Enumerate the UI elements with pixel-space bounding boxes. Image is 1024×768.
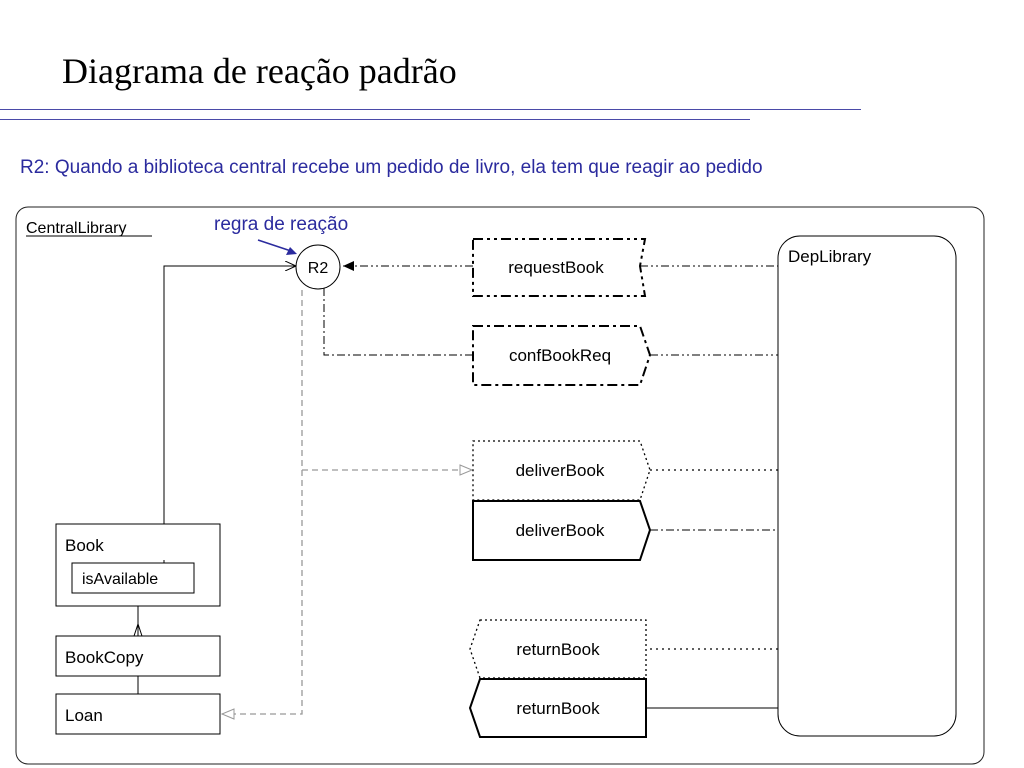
attribute-is-available xyxy=(71,562,195,594)
event-conf-book-req xyxy=(472,325,652,386)
class-loan-label: Loan xyxy=(65,706,103,725)
class-book-label: Book xyxy=(65,536,104,555)
title-rule-lower xyxy=(0,119,750,120)
rule-node-r2 xyxy=(295,244,341,290)
link-book-to-r2 xyxy=(163,266,296,560)
rule-node-label: R2 xyxy=(308,260,329,277)
slide-title: Diagrama de reação padrão xyxy=(62,51,457,91)
agent-dep-library-label: DepLibrary xyxy=(788,247,872,266)
event-deliver-book-label: deliverBook xyxy=(516,521,605,540)
link-r2-to-deliver xyxy=(301,290,472,470)
annotation-arrow-head xyxy=(286,247,297,255)
event-return-book-label: returnBook xyxy=(516,699,600,718)
annotation-arrow xyxy=(257,239,295,253)
link-r2-to-loan xyxy=(222,470,303,714)
bookcopy-crowfoot xyxy=(133,622,143,637)
event-request-book xyxy=(472,238,647,297)
link-r2-to-conf xyxy=(323,288,473,356)
slide-subtitle: R2: Quando a biblioteca central recebe u… xyxy=(20,157,763,178)
central-library-label: CentralLibrary xyxy=(26,220,126,237)
agent-dep-library xyxy=(777,235,957,737)
class-loan xyxy=(55,693,221,735)
event-conf-book-req-label: confBookReq xyxy=(509,346,611,365)
event-return-book xyxy=(468,678,647,738)
event-request-book-label: requestBook xyxy=(508,258,604,277)
title-rule-upper xyxy=(0,109,861,110)
event-deliver-book xyxy=(472,500,652,561)
event-return-book-planned-label: returnBook xyxy=(516,640,600,659)
event-deliver-book-planned-label: deliverBook xyxy=(516,461,605,480)
class-book-copy xyxy=(55,635,221,677)
annotation-reaction-rule: regra de reação xyxy=(214,214,348,235)
attribute-is-available-label: isAvailable xyxy=(82,571,158,588)
central-library-container xyxy=(15,206,985,765)
event-deliver-book-planned xyxy=(472,440,651,501)
class-book-copy-label: BookCopy xyxy=(65,648,144,667)
